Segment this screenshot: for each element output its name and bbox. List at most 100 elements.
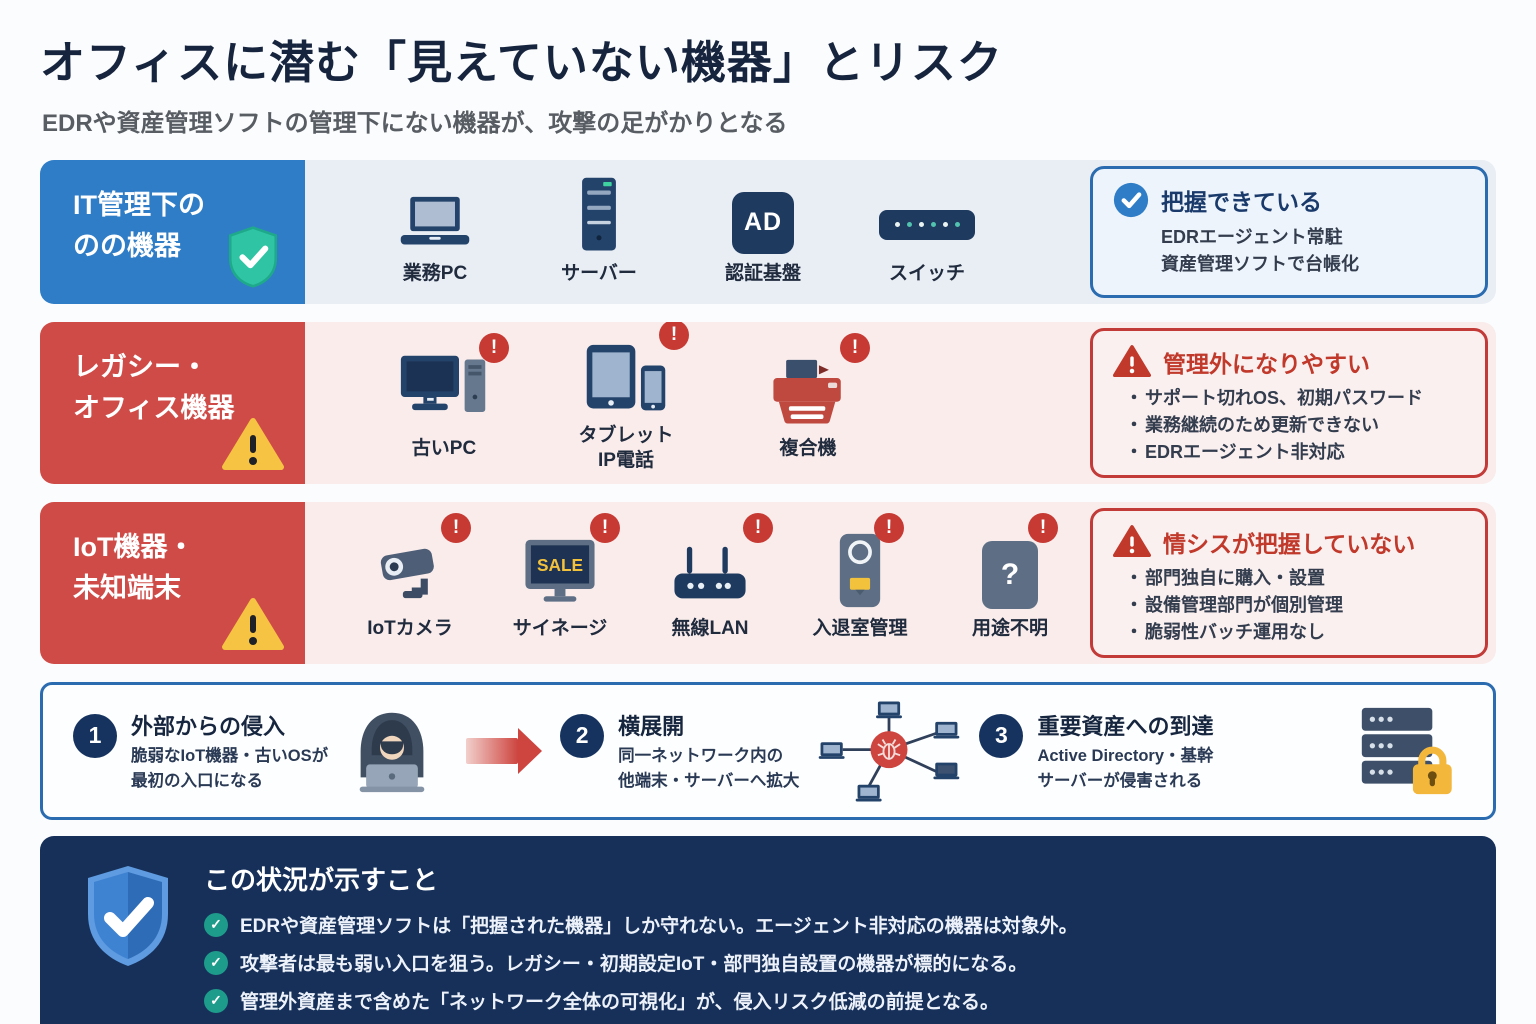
info-item: EDRエージェント非対応 — [1125, 439, 1465, 466]
check-circle-icon: ✓ — [204, 912, 228, 937]
row-label-line: IoT機器・ — [73, 532, 195, 562]
shield-icon — [80, 862, 176, 970]
device-iot-camera: ! IoTカメラ — [335, 512, 485, 642]
desktop-pc-icon: ! — [399, 332, 509, 429]
info-item: 業務継続のため更新できない — [1125, 412, 1465, 439]
device-server: サーバー — [517, 177, 681, 287]
device-list: 業務PC サーバー AD 認証基盤 スイッチ — [305, 160, 1086, 304]
alert-triangle-icon — [1113, 344, 1151, 379]
row-label-line: のの機器 — [73, 230, 181, 261]
network-switch-icon — [879, 178, 975, 254]
server-icon — [577, 177, 621, 254]
signage-icon: SALE ! — [520, 512, 620, 609]
step-description: 同一ネットワーク内の他端末・サーバーへ拡大 — [618, 746, 800, 790]
row-label-line: 未知端末 — [73, 572, 181, 603]
arrow-right-icon — [466, 728, 543, 774]
summary-point: ✓ 攻撃者は最も弱い入口を狙う。レガシー・初期設定IoT・部門独自設置の機器が標… — [204, 949, 1078, 976]
summary-content: この状況が示すこと ✓ EDRや資産管理ソフトは「把握された機器」しか守れない。… — [204, 856, 1078, 1024]
info-items: 部門独自に購入・設置 設備管理部門が個別管理 脆弱性バッチ運用なし — [1113, 565, 1465, 646]
device-auth-ad: AD 認証基盤 — [681, 178, 845, 287]
row-label-line: レガシー・ — [73, 352, 208, 382]
info-box-legacy: 管理外になりやすい サポート切れOS、初期パスワード 業務継続のため更新できない… — [1090, 328, 1488, 478]
check-circle-icon: ✓ — [204, 950, 228, 975]
info-title-text: 情シスが把握していない — [1163, 530, 1416, 557]
flow-step-1: 1 外部からの侵入 脆弱なIoT機器・古いOSが最初の入口になる — [73, 709, 328, 794]
hacker-icon — [344, 709, 440, 794]
device-signage: SALE ! サイネージ — [485, 512, 635, 642]
alert-triangle-icon — [1113, 524, 1151, 559]
summary-point: ✓ 管理外資産まで含めた「ネットワーク全体の可視化」が、侵入リスク低減の前提とな… — [204, 987, 1078, 1014]
device-old-pc: ! 古いPC — [353, 332, 535, 462]
info-item: 資産管理ソフトで台帳化 — [1161, 254, 1359, 274]
alert-badge: ! — [441, 512, 471, 543]
step-number: 3 — [979, 713, 1024, 758]
step-number: 1 — [73, 713, 117, 758]
info-items: サポート切れOS、初期パスワード 業務継続のため更新できない EDRエージェント… — [1113, 385, 1465, 466]
page-subtitle: EDRや資産管理ソフトの管理下にない機器が、攻撃の足がかりとなる — [42, 110, 788, 137]
cctv-camera-icon: ! — [369, 512, 471, 609]
laptop-icon — [395, 178, 475, 254]
alert-badge: ! — [840, 332, 870, 363]
info-title-text: 把握できている — [1161, 189, 1322, 215]
device-label: 複合機 — [779, 437, 837, 459]
tablet-phone-icon: ! — [583, 322, 689, 416]
flow-step-2: 2 横展開 同一ネットワーク内の他端末・サーバーへ拡大 — [560, 709, 799, 794]
summary-panel: この状況が示すこと ✓ EDRや資産管理ソフトは「把握された機器」しか守れない。… — [40, 836, 1496, 1024]
alert-badge: ! — [743, 512, 773, 543]
info-item: EDRエージェント常駐 — [1161, 227, 1343, 247]
device-label: 入退室管理 — [812, 617, 908, 639]
printer-icon: ! — [766, 332, 870, 429]
malware-network-icon — [815, 696, 963, 807]
device-access-control: ! 入退室管理 — [785, 512, 935, 642]
row-managed-devices: IT管理下の のの機器 業務PC サーバー AD — [40, 160, 1496, 304]
row-legacy-label: レガシー・ オフィス機器 — [40, 322, 305, 484]
step-title: 横展開 — [618, 713, 685, 739]
info-item: 設備管理部門が個別管理 — [1125, 592, 1465, 619]
info-title: 情シスが把握していない — [1113, 524, 1465, 559]
row-iot-label: IoT機器・ 未知端末 — [40, 502, 305, 664]
device-label: 業務PC — [402, 262, 468, 284]
summary-point: ✓ EDRや資産管理ソフトは「把握された機器」しか守れない。エージェント非対応の… — [204, 911, 1078, 938]
info-title-text: 管理外になりやすい — [1163, 350, 1370, 377]
ad-icon: AD — [732, 178, 794, 254]
row-label-line: オフィス機器 — [73, 392, 235, 423]
info-box-managed: 把握できている EDRエージェント常駐 資産管理ソフトで台帳化 — [1090, 166, 1488, 298]
alert-badge: ! — [1028, 512, 1058, 543]
info-items: EDRエージェント常駐 資産管理ソフトで台帳化 — [1113, 224, 1465, 278]
device-switch: スイッチ — [845, 178, 1009, 287]
device-business-pc: 業務PC — [353, 178, 517, 287]
row-label-line: IT管理下の — [73, 190, 205, 220]
row-iot-devices: IoT機器・ 未知端末 ! IoTカメラ SALE ! サイネージ — [40, 502, 1496, 664]
device-list: ! IoTカメラ SALE ! サイネージ ! 無線LAN — [305, 502, 1086, 664]
check-circle-icon: ✓ — [204, 988, 228, 1013]
device-wireless-lan: ! 無線LAN — [635, 512, 785, 642]
step-number: 2 — [560, 713, 605, 758]
info-title: 管理外になりやすい — [1113, 344, 1465, 379]
info-item: 部門独自に購入・設置 — [1125, 565, 1465, 592]
device-label: IoTカメラ — [367, 617, 453, 639]
warning-triangle-icon — [221, 416, 285, 474]
device-label: サーバー — [561, 262, 637, 284]
device-mfp-printer: ! 複合機 — [717, 332, 899, 462]
unknown-device-icon: ? ! — [982, 512, 1058, 609]
shield-check-icon — [225, 225, 281, 288]
alert-badge: ! — [659, 322, 689, 351]
step-description: 脆弱なIoT機器・古いOSが最初の入口になる — [131, 746, 329, 790]
attack-flow: 1 外部からの侵入 脆弱なIoT機器・古いOSが最初の入口になる 2 横展開 同… — [40, 682, 1496, 820]
summary-title: この状況が示すこと — [204, 865, 439, 895]
info-title: 把握できている — [1113, 182, 1465, 218]
device-unknown: ? ! 用途不明 — [935, 512, 1085, 642]
access-panel-icon: ! — [836, 512, 904, 609]
row-managed-label: IT管理下の のの機器 — [40, 160, 305, 304]
alert-badge: ! — [874, 512, 904, 543]
device-label: 無線LAN — [671, 617, 749, 639]
info-box-iot: 情シスが把握していない 部門独自に購入・設置 設備管理部門が個別管理 脆弱性バッ… — [1090, 508, 1488, 658]
flow-step-3: 3 重要資産への到達 Active Directory・基幹サーバーが侵害される — [979, 709, 1214, 794]
warning-triangle-icon — [221, 596, 285, 654]
step-title: 重要資産への到達 — [1037, 713, 1214, 739]
device-label: スイッチ — [888, 262, 965, 284]
